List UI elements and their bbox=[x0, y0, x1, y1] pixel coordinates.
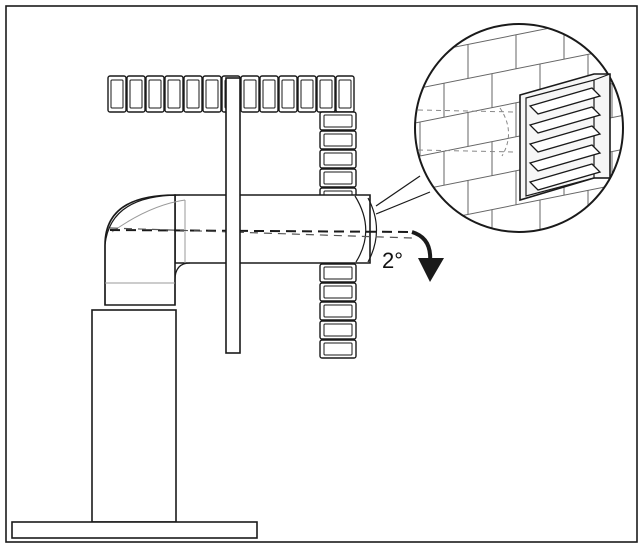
brick bbox=[319, 149, 357, 169]
slope-angle-label: 2° bbox=[382, 248, 404, 273]
brick bbox=[183, 75, 203, 113]
brick bbox=[107, 75, 127, 113]
louvre-slat bbox=[528, 144, 602, 172]
brick bbox=[319, 339, 357, 359]
slope-arrow-icon bbox=[411, 230, 444, 282]
louvre-slat bbox=[528, 125, 602, 153]
brick bbox=[319, 301, 357, 321]
louvre-slat bbox=[528, 106, 602, 134]
brick bbox=[335, 75, 355, 113]
louvre-slat bbox=[528, 87, 602, 115]
duct-pipe bbox=[104, 194, 377, 306]
brick bbox=[240, 75, 260, 113]
slope-reference-line bbox=[109, 229, 413, 233]
brick bbox=[297, 75, 317, 113]
brick bbox=[319, 130, 357, 150]
hood-body bbox=[11, 309, 258, 539]
brick bbox=[202, 75, 222, 113]
brick bbox=[126, 75, 146, 113]
detail-callout bbox=[414, 23, 624, 233]
callout-leader-top bbox=[375, 175, 421, 207]
brick bbox=[319, 320, 357, 340]
wall-board bbox=[225, 77, 241, 354]
louvre-slat bbox=[528, 163, 602, 191]
louvre-vent-icon bbox=[519, 73, 611, 202]
brick bbox=[316, 75, 336, 113]
brick bbox=[319, 263, 357, 283]
brick bbox=[278, 75, 298, 113]
diagram-frame bbox=[5, 5, 638, 543]
brick bbox=[145, 75, 165, 113]
callout-leader-bottom bbox=[375, 191, 431, 215]
brick bbox=[319, 282, 357, 302]
brick bbox=[319, 168, 357, 188]
brick bbox=[319, 111, 357, 131]
brick bbox=[164, 75, 184, 113]
brick bbox=[259, 75, 279, 113]
